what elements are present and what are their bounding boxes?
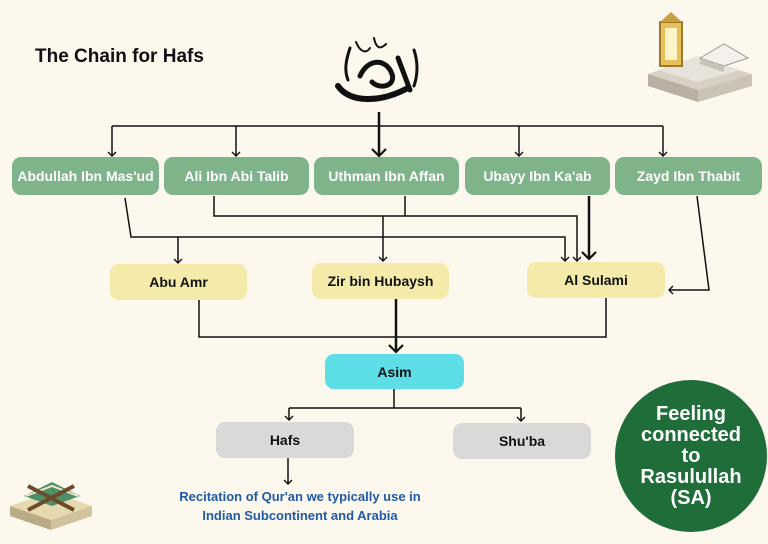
quran-stand-icon — [10, 482, 92, 530]
quran-lantern-icon — [648, 12, 752, 102]
badge-text: Feeling connected to Rasulullah (SA) — [640, 402, 742, 509]
node-abdullah-ibn-masud: Abdullah Ibn Mas'ud — [12, 157, 159, 195]
diagram-title: The Chain for Hafs — [35, 46, 204, 67]
node-hafs: Hafs — [216, 422, 354, 458]
node-zayd-ibn-thabit: Zayd Ibn Thabit — [615, 157, 762, 195]
connection-badge: Feeling connected to Rasulullah (SA) — [615, 380, 767, 532]
node-ali-ibn-abi-talib: Ali Ibn Abi Talib — [164, 157, 309, 195]
hafs-caption: Recitation of Qur'an we typically use in… — [179, 489, 421, 523]
node-shuba: Shu'ba — [453, 423, 591, 459]
muhammad-calligraphy-icon — [335, 37, 419, 102]
node-al-sulami: Al Sulami — [527, 262, 665, 298]
node-ubayy-ibn-kaab: Ubayy Ibn Ka'ab — [465, 157, 610, 195]
node-uthman-ibn-affan: Uthman Ibn Affan — [314, 157, 459, 195]
node-zir-bin-hubaysh: Zir bin Hubaysh — [312, 263, 449, 299]
node-abu-amr: Abu Amr — [110, 264, 247, 300]
node-asim: Asim — [325, 354, 464, 389]
